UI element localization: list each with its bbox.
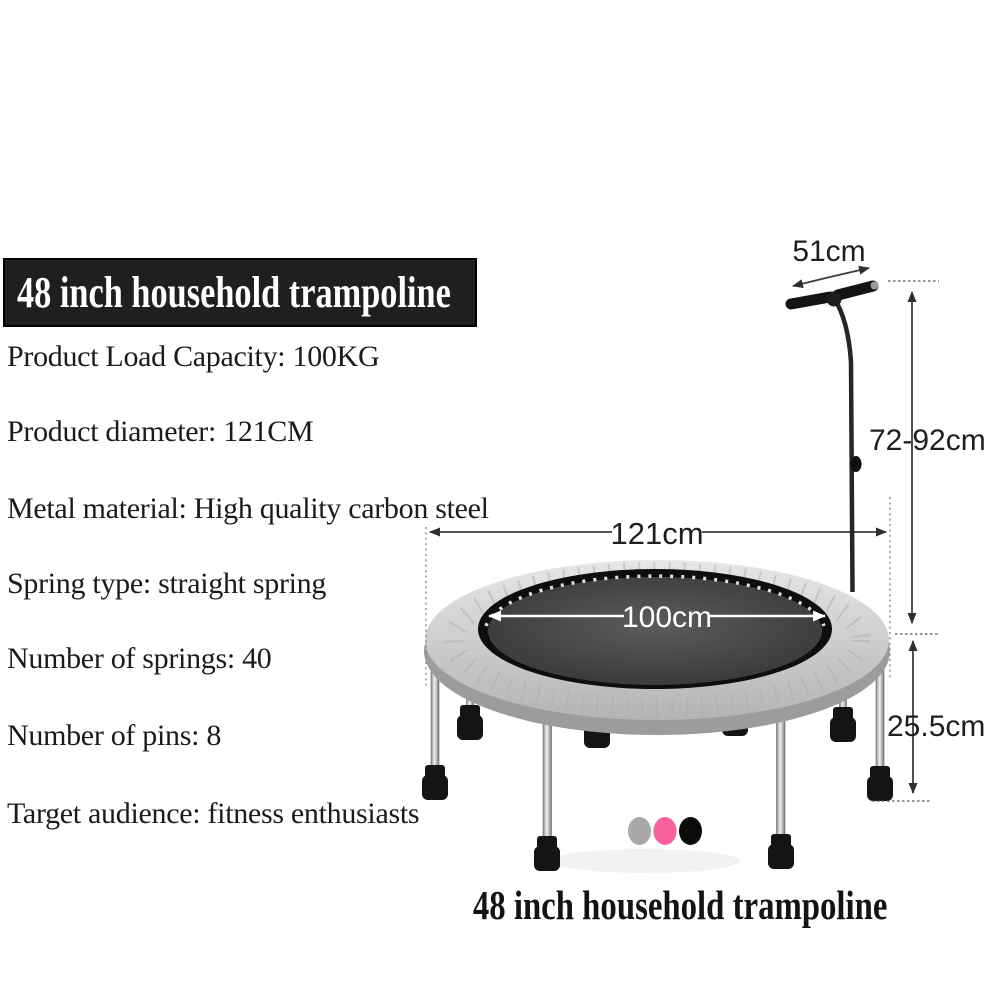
swatch-gray (628, 817, 651, 845)
height-adjust-clamp (850, 456, 862, 472)
leg-foot (830, 707, 856, 742)
grip-center-joint (826, 291, 842, 307)
leg-foot (457, 705, 483, 740)
spec-diameter: Product diameter: 121CM (7, 415, 314, 448)
trampoline-pad (424, 560, 890, 735)
dim-handle-height-label: 72-92cm (869, 424, 986, 457)
dim-arrow-left (792, 276, 831, 289)
color-swatches (628, 817, 702, 845)
dim-leg-height: 25.5cm (872, 640, 985, 802)
title-text: 48 inch household trampoline (17, 268, 451, 317)
trampoline-illustration: 100cm 121cm 72-92cm 25.5cm 51cm (422, 235, 986, 873)
caption-text: 48 inch household trampoline (472, 882, 888, 928)
leg-foot (534, 836, 560, 871)
spec-metal-material: Metal material: High quality carbon stee… (7, 492, 489, 525)
spec-pin-count: Number of pins: 8 (7, 719, 222, 752)
spec-load-capacity: Product Load Capacity: 100KG (7, 340, 380, 373)
dim-outer-diameter-label: 121cm (610, 516, 703, 551)
dim-outer-diameter: 121cm (425, 497, 891, 686)
dim-arrow-right (829, 265, 870, 278)
dim-mat-diameter: 100cm (488, 601, 826, 634)
spring-stitches (484, 574, 826, 627)
dim-leg-height-label: 25.5cm (887, 710, 985, 743)
dim-handle-height: 72-92cm (869, 280, 986, 635)
leg-foot (768, 834, 794, 869)
dim-mat-diameter-label: 100cm (622, 601, 712, 634)
dim-handle-width-label: 51cm (792, 235, 865, 268)
handle-pole (832, 296, 855, 593)
swatch-black (679, 817, 702, 845)
dim-handle-width: 51cm (792, 235, 870, 289)
pad-wrinkles (444, 562, 870, 718)
leg-foot (867, 766, 893, 801)
swatch-pink (653, 817, 677, 845)
bottom-caption: 48 inch household trampoline (400, 881, 960, 929)
grip-left (785, 291, 836, 310)
leg-foot (422, 765, 448, 800)
jump-mat (488, 577, 822, 685)
handlebar (785, 280, 879, 593)
spec-spring-type: Spring type: straight spring (7, 567, 327, 600)
grip-right (832, 280, 879, 301)
title-banner: 48 inch household trampoline (3, 258, 477, 327)
floor-shadow (550, 849, 740, 873)
spec-target-audience: Target audience: fitness enthusiasts (7, 797, 420, 830)
grip-end-cap (870, 281, 879, 290)
spec-spring-count: Number of springs: 40 (7, 642, 272, 675)
